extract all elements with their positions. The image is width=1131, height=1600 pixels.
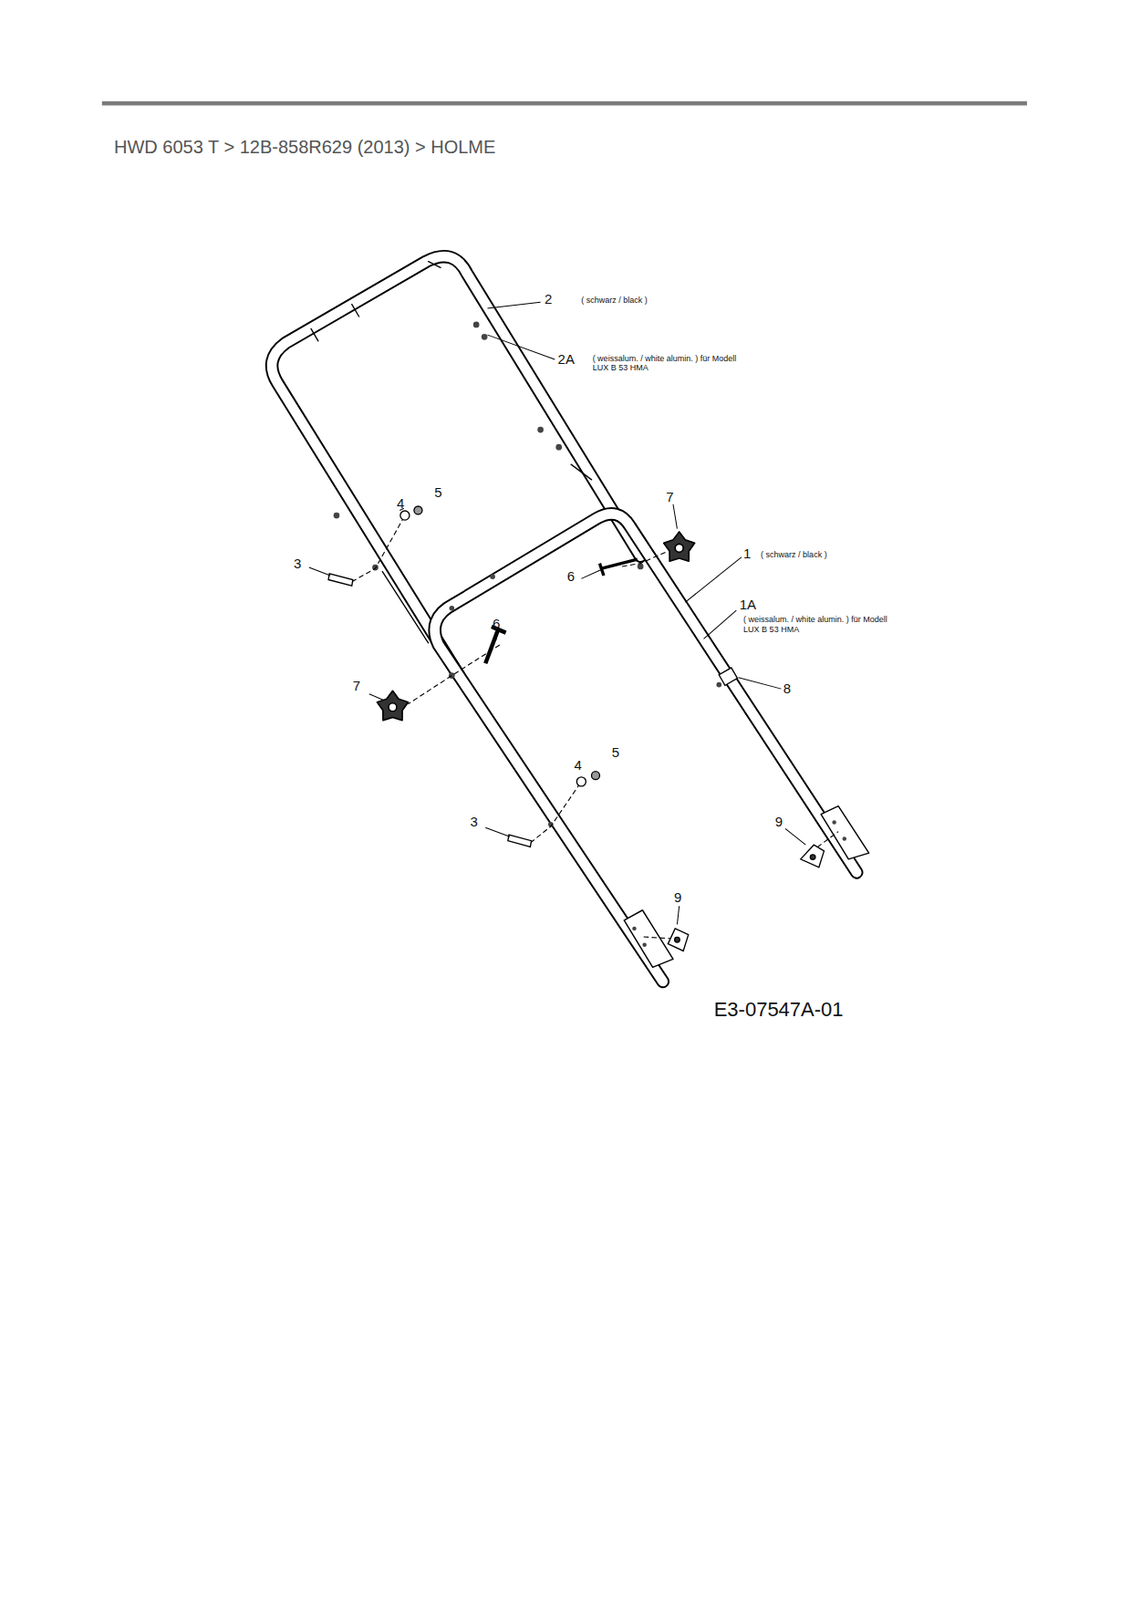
callout-number: 9	[674, 889, 682, 905]
color-note: ( weissalum. / white alumin. ) für Model…	[743, 614, 899, 634]
callout-number: 5	[612, 745, 620, 761]
callout-number: 3	[469, 814, 478, 831]
header-rule	[102, 101, 1028, 105]
callout-number: 1A	[739, 596, 757, 613]
breadcrumb-title: HWD 6053 T > 12B-858R629 (2013) > HOLME	[114, 136, 496, 158]
color-note: ( weissalum. / white alumin. ) für Model…	[592, 353, 748, 374]
callout-number: 7	[352, 678, 361, 695]
callout-number: 8	[783, 680, 791, 696]
callout-number: 6	[492, 616, 500, 633]
callout-number: 4	[396, 496, 405, 512]
callout-number: 4	[574, 757, 582, 773]
pivot-brackets	[667, 844, 824, 951]
drawing-number: E3-07547A-01	[714, 997, 844, 1021]
callout-number: 2	[544, 290, 552, 307]
leader-lines	[309, 301, 807, 924]
callout-number: 3	[293, 556, 301, 572]
star-knobs	[376, 531, 695, 721]
callout-number: 6	[567, 568, 575, 584]
callout-number: 5	[434, 484, 442, 500]
color-note: ( schwarz / black )	[760, 549, 828, 560]
tube-holes	[333, 321, 847, 947]
callout-number: 2A	[558, 351, 575, 367]
callout-number: 9	[775, 814, 783, 831]
assembly-lines	[352, 515, 839, 939]
hardware	[328, 506, 737, 847]
callout-number: 1	[743, 546, 751, 562]
callout-number: 7	[665, 488, 674, 505]
color-note: ( schwarz / black )	[581, 295, 648, 305]
